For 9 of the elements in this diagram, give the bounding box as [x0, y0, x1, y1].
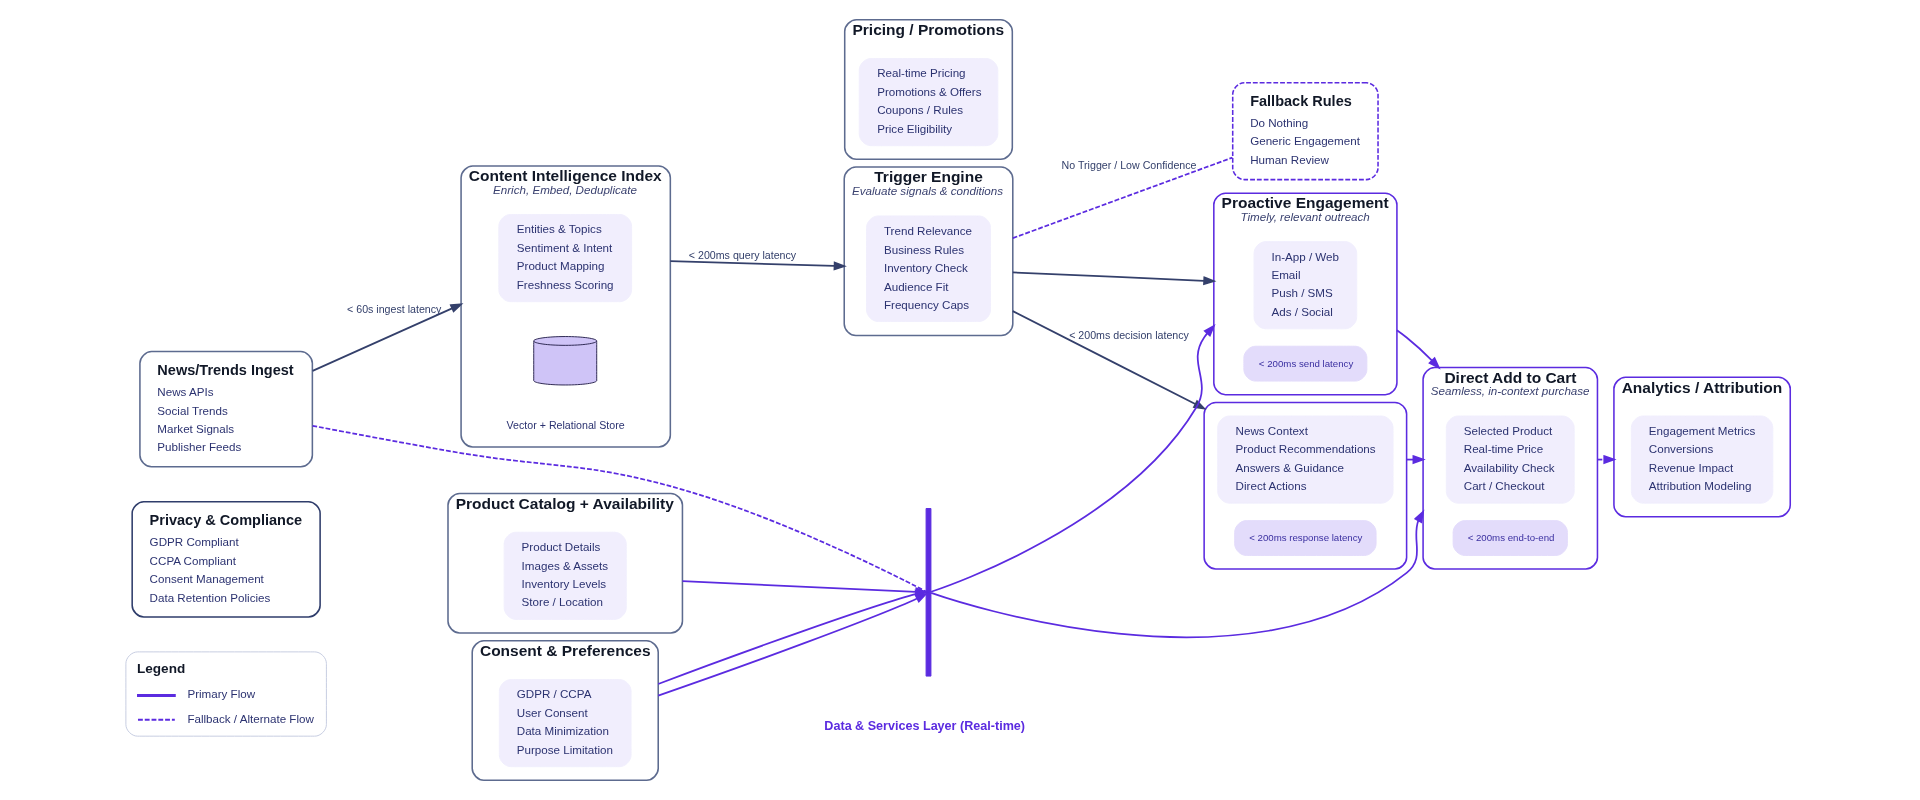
legend-label: Primary Flow: [187, 687, 256, 701]
label: Data & Services Layer (Real-time): [824, 719, 1026, 734]
label: Legend: [137, 660, 186, 676]
edge-label: < 60s ingest latency: [347, 303, 442, 316]
edge-label: < 200ms decision latency: [1069, 329, 1189, 342]
legend-label: Fallback / Alternate Flow: [187, 711, 314, 725]
edge-label: No Trigger / Low Confidence: [1061, 158, 1197, 171]
node-label: Vector + Relational Store: [506, 419, 625, 432]
edge-label: < 200ms query latency: [688, 248, 797, 261]
